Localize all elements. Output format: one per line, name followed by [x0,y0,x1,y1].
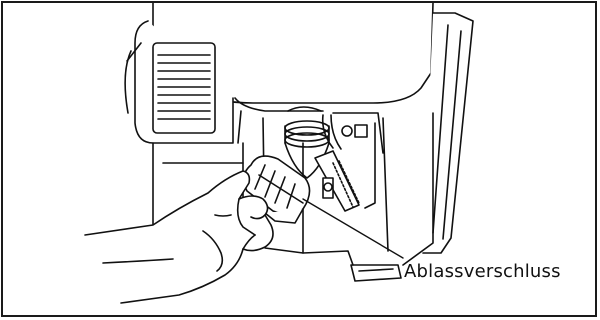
hand-illustration [85,171,273,303]
drain-cap-label: Ablassverschluss [404,261,561,282]
